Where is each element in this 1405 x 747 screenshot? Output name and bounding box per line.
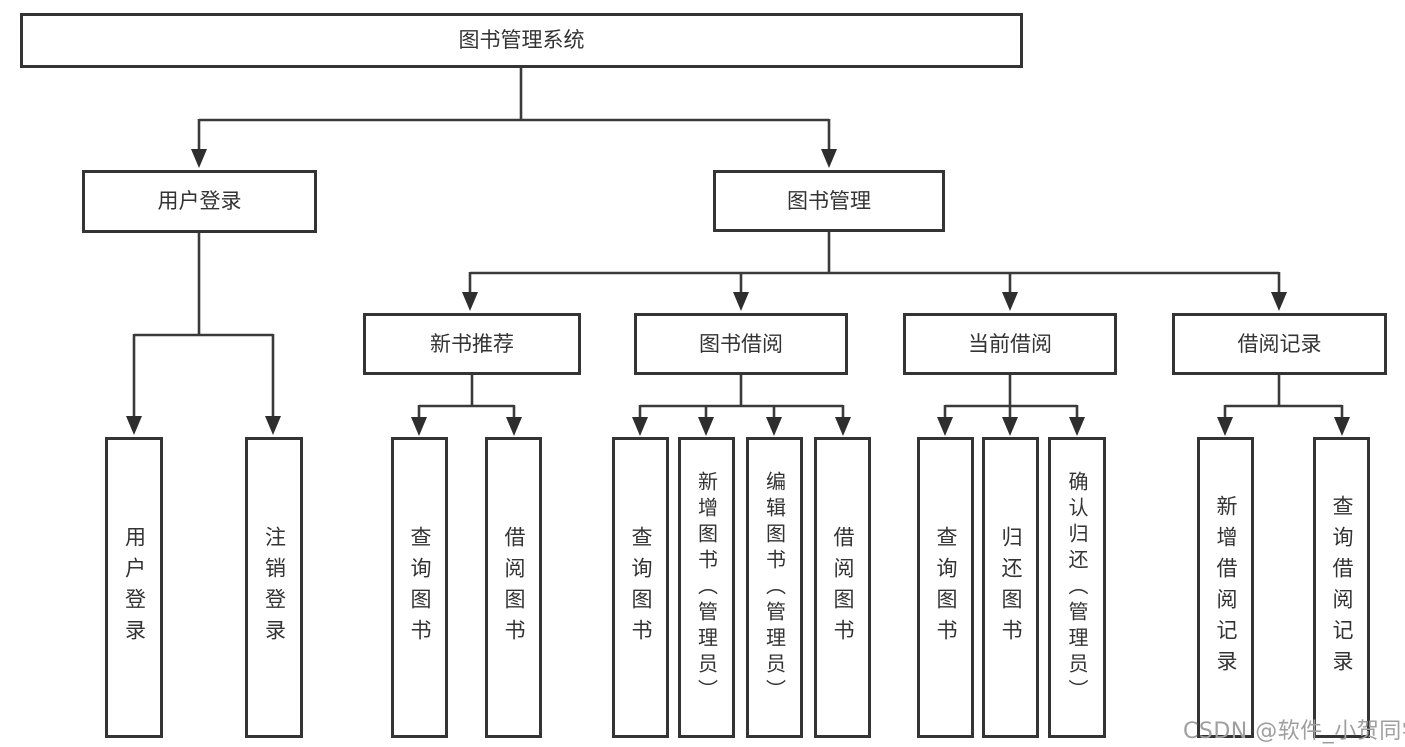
leaf-borrow-query-books: 查询图书 [612, 437, 669, 738]
leaf-return-books: 归还图书 [982, 437, 1039, 738]
csdn-watermark: CSDN @软件_小贺同学 [1183, 719, 1405, 744]
node-user-login: 用户登录 [82, 170, 317, 233]
node-book-borrow: 图书借阅 [634, 313, 848, 375]
node-current-borrow: 当前借阅 [903, 313, 1117, 375]
leaf-confirm-return-admin: 确认归还（管理员） [1048, 437, 1106, 738]
leaf-current-query-books: 查询图书 [917, 437, 974, 738]
leaf-recommend-query-books: 查询图书 [391, 437, 448, 738]
node-new-book-recommend: 新书推荐 [363, 313, 581, 375]
node-borrow-records: 借阅记录 [1172, 313, 1387, 375]
leaf-user-login: 用户登录 [105, 437, 163, 738]
leaf-edit-books-admin: 编辑图书（管理员） [746, 437, 803, 738]
leaf-logout: 注销登录 [245, 437, 303, 738]
leaf-recommend-borrow-books: 借阅图书 [485, 437, 542, 738]
node-root: 图书管理系统 [20, 13, 1023, 68]
node-book-management: 图书管理 [713, 170, 945, 232]
leaf-query-borrow-record: 查询借阅记录 [1313, 437, 1370, 738]
leaf-add-borrow-record: 新增借阅记录 [1197, 437, 1254, 738]
leaf-borrow-books: 借阅图书 [814, 437, 871, 738]
arrowheads [126, 149, 1350, 436]
leaf-add-books-admin: 新增图书（管理员） [678, 437, 735, 738]
